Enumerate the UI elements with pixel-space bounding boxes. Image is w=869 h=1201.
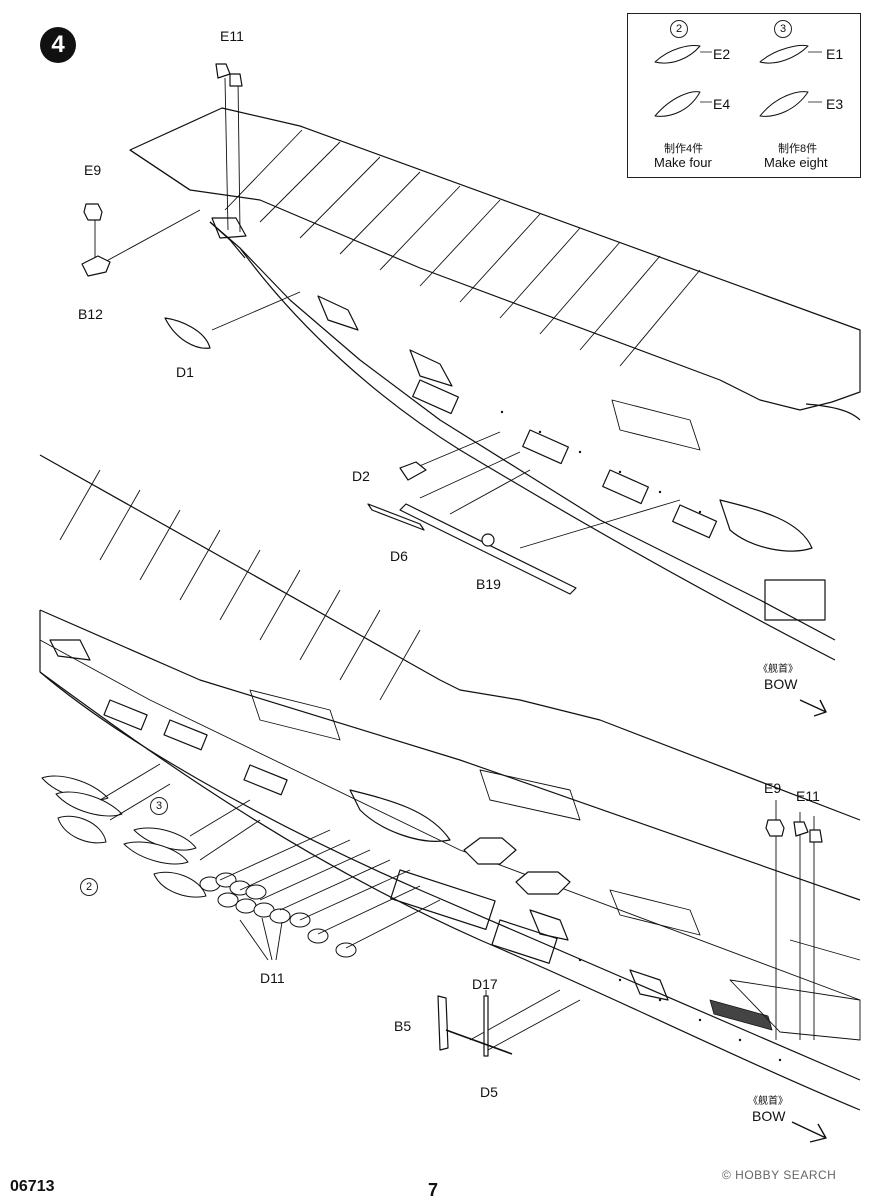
boat-note-3: 3 <box>150 797 168 815</box>
inset-note-2: 2 <box>670 20 688 38</box>
make-four-en: Make four <box>654 155 712 170</box>
label-b5: B5 <box>394 1018 412 1034</box>
part-e11-upper <box>215 63 243 87</box>
part-e11-lower <box>793 821 823 843</box>
part-e9-lower <box>765 819 785 837</box>
make-four-cn: 制作4件 <box>664 143 704 155</box>
label-d2: D2 <box>352 468 370 484</box>
part-b12 <box>81 255 111 277</box>
part-b19 <box>399 503 577 595</box>
lower-boats <box>41 775 207 898</box>
watermark: © HOBBY SEARCH <box>722 1168 837 1182</box>
label-b12: B12 <box>78 306 103 322</box>
label-d11: D11 <box>260 970 285 986</box>
make-eight-en: Make eight <box>764 155 828 170</box>
label-e9-upper: E9 <box>84 162 102 178</box>
part-d1 <box>164 317 211 349</box>
label-d5: D5 <box>480 1084 498 1100</box>
bow-arrow-lower <box>791 1121 827 1143</box>
part-d2 <box>399 461 427 481</box>
label-e11-lower: E11 <box>796 788 820 804</box>
bow-en-lower: BOW <box>752 1108 786 1124</box>
upper-hull <box>129 107 861 661</box>
inset-note-3: 3 <box>774 20 792 38</box>
label-d1: D1 <box>176 364 194 380</box>
bow-arrow-upper <box>799 699 827 717</box>
page-number: 7 <box>428 1180 439 1200</box>
step-number-badge: 4 <box>40 27 76 63</box>
lower-hull <box>39 454 861 1111</box>
part-b5 <box>437 995 449 1051</box>
part-d5 <box>445 1029 513 1055</box>
part-e9-upper <box>83 203 103 221</box>
bow-cn-upper: 《舰首》 <box>758 664 798 675</box>
label-e11-upper: E11 <box>220 28 244 44</box>
part-label-e1: E1 <box>826 46 844 62</box>
make-eight-cn: 制作8件 <box>778 143 818 155</box>
boat-note-2: 2 <box>80 878 98 896</box>
part-d17 <box>483 995 489 1057</box>
part-label-e3: E3 <box>826 96 844 112</box>
bow-en-upper: BOW <box>764 676 798 692</box>
label-d6: D6 <box>390 548 408 564</box>
part-label-e4: E4 <box>713 96 731 112</box>
label-e9-lower: E9 <box>764 780 782 796</box>
part-d6 <box>367 503 425 531</box>
boat-assembly-inset: 2 3 E2 E4 E1 E3 制作4件 Make four 制作8件 Make… <box>627 13 861 178</box>
bow-cn-lower: 《舰首》 <box>748 1096 788 1107</box>
inset-boats <box>654 45 822 117</box>
part-label-e2: E2 <box>713 46 731 62</box>
label-b19: B19 <box>476 576 501 592</box>
label-d17: D17 <box>472 976 498 992</box>
d11-rafts <box>199 872 357 958</box>
kit-code: 06713 <box>10 1178 55 1195</box>
